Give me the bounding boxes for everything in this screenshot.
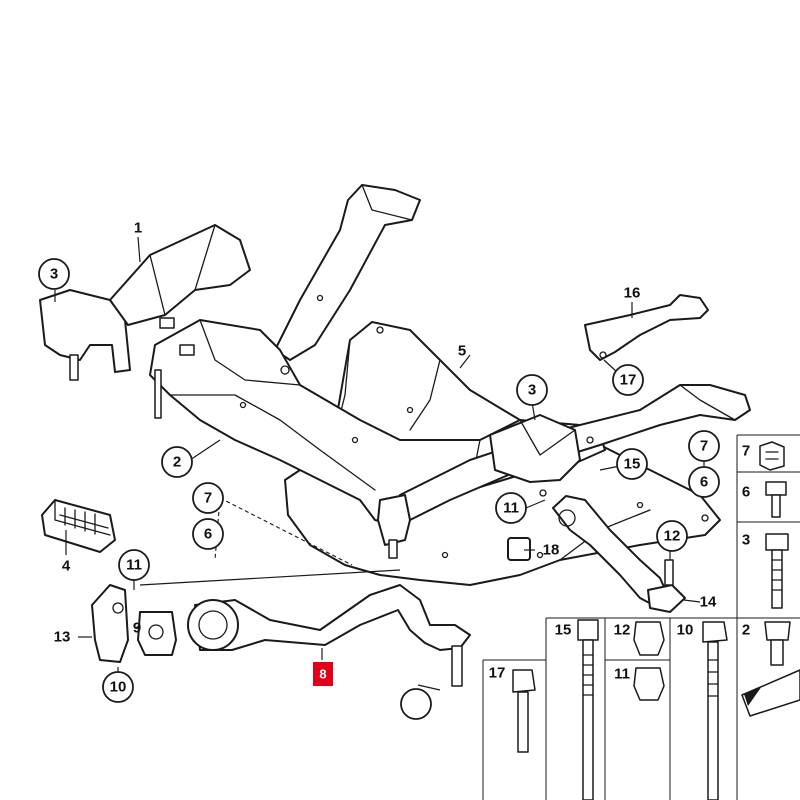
- front-axle-carrier: [39, 184, 751, 559]
- callout-15: 15: [624, 456, 641, 473]
- callout-17: 17: [620, 372, 637, 389]
- hardware-legend: 7 6 3 15 12 11 10 2 17: [482, 434, 800, 800]
- callout-5: 5: [458, 343, 466, 360]
- legend-15: 15: [555, 622, 572, 639]
- callout-14: 14: [700, 594, 717, 611]
- frame-arrow-icon: [741, 669, 800, 717]
- legend-6: 6: [742, 484, 750, 501]
- wishbone: [91, 584, 471, 687]
- callout-2: 2: [173, 454, 181, 471]
- callout-16: 16: [624, 285, 641, 302]
- callout-9: 9: [133, 620, 141, 637]
- legend-2: 2: [742, 622, 750, 639]
- callout-11-center: 11: [503, 500, 519, 517]
- callout-6-right: 6: [700, 474, 708, 491]
- highlighted-part-badge[interactable]: [313, 662, 333, 686]
- callout-3-right: 3: [528, 382, 536, 399]
- callout-8: 8: [319, 667, 326, 682]
- legend-12: 12: [614, 622, 631, 639]
- callout-7-left: 7: [204, 490, 212, 507]
- legend-7: 7: [742, 443, 750, 460]
- callout-1: 1: [134, 220, 142, 237]
- reinforcement-plate: [584, 294, 709, 361]
- rubber-mount-18: [507, 537, 531, 561]
- callout-13: 13: [54, 629, 71, 646]
- callout-4: 4: [62, 558, 71, 575]
- legend-17: 17: [489, 665, 506, 682]
- callout-18: 18: [543, 542, 560, 559]
- callout-10: 10: [110, 679, 127, 696]
- callout-6-left: 6: [204, 526, 212, 543]
- callout-3-left: 3: [50, 266, 58, 283]
- callout-labels: 1 3 2 5 3 16 17 15 7 6 7 6 11 18 12 14 4…: [38, 220, 720, 720]
- tension-strut: [552, 495, 686, 613]
- callout-12: 12: [664, 528, 681, 545]
- legend-11: 11: [614, 666, 630, 683]
- guide-bearing-pad: [41, 499, 116, 553]
- legend-3: 3: [742, 532, 750, 549]
- callout-11-left: 11: [126, 557, 142, 574]
- callout-7-right: 7: [700, 438, 708, 455]
- leader-lines: [54, 236, 705, 691]
- legend-10: 10: [677, 622, 694, 639]
